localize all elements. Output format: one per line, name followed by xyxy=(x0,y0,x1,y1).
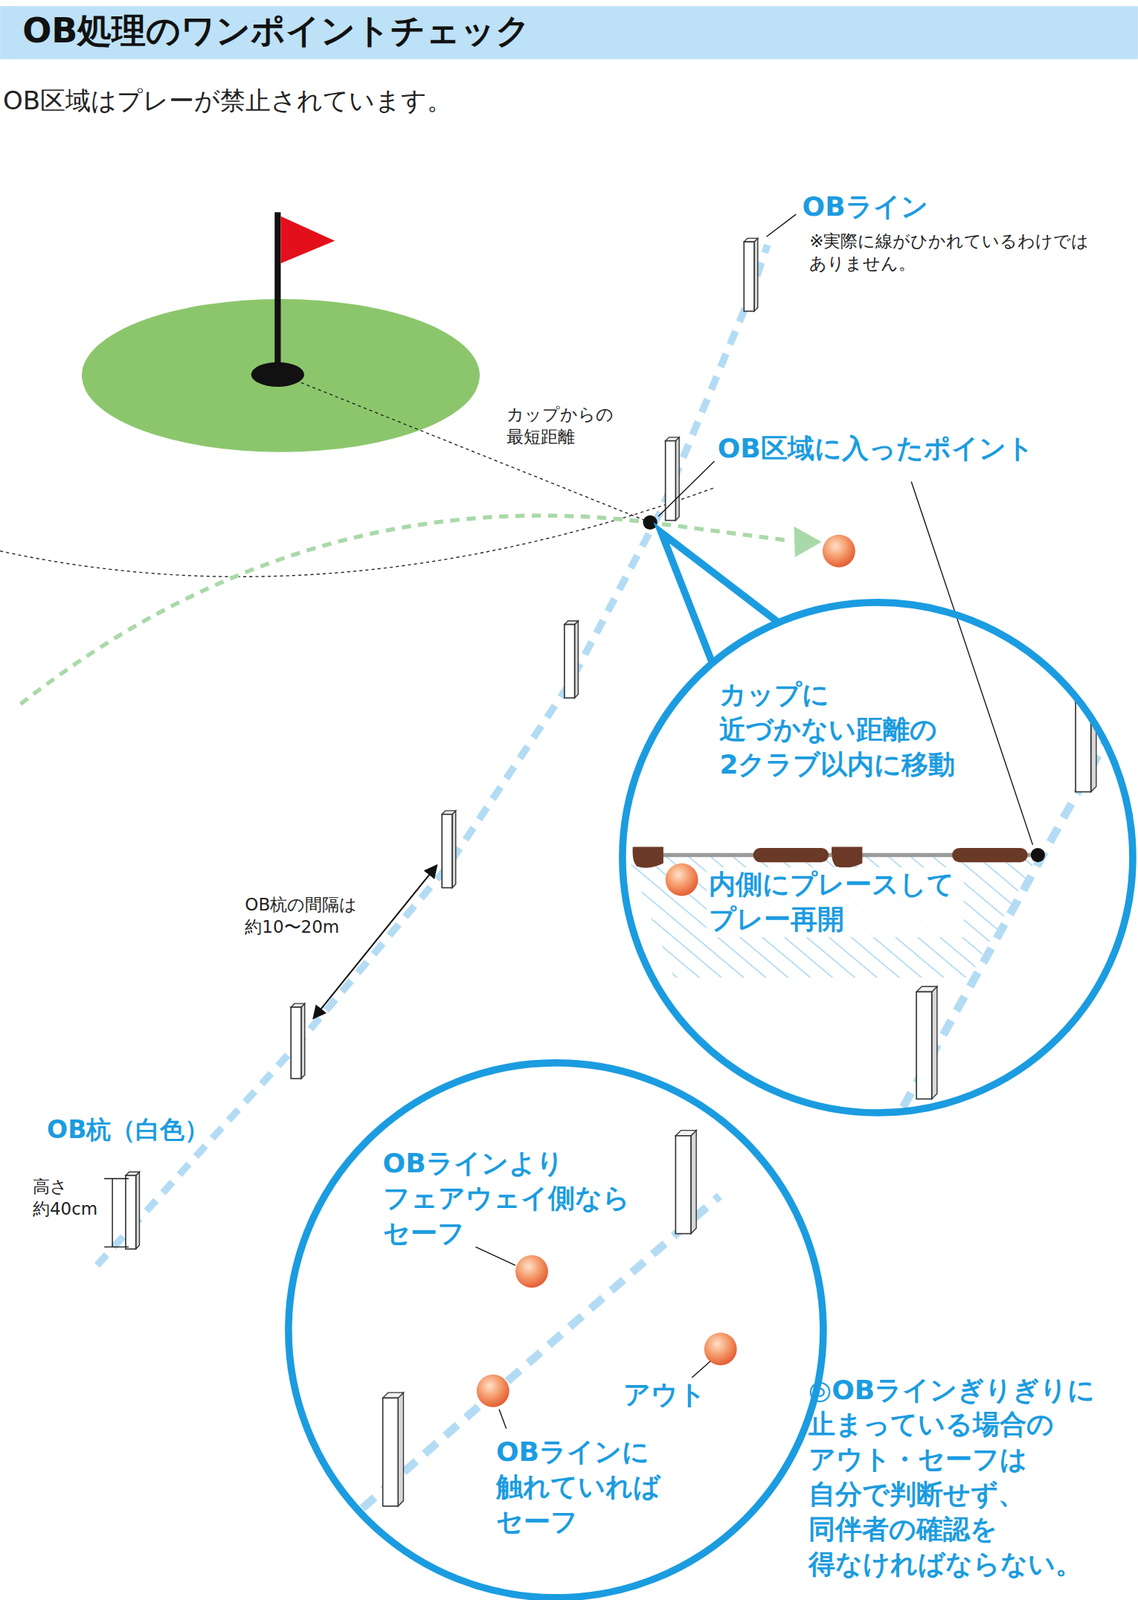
shape xyxy=(916,991,932,1099)
flag xyxy=(280,216,335,264)
shape xyxy=(290,1007,302,1079)
club xyxy=(831,847,1031,869)
drop-point xyxy=(1030,847,1046,863)
callout-text: カップに 近づかない距離の 2クラブ以内に移動 xyxy=(719,677,956,782)
shape xyxy=(675,1130,697,1136)
path-arrowhead xyxy=(793,526,822,558)
label: OBライン xyxy=(802,189,929,225)
flag-pole xyxy=(274,211,281,374)
label: OB杭（白色） xyxy=(46,1114,210,1147)
leader-line xyxy=(691,1361,711,1378)
shape xyxy=(397,1392,404,1507)
callout-ground xyxy=(622,601,1133,1112)
ball-path xyxy=(20,515,792,704)
callout-circle: OBラインより フェアウェイ側なら セーフアウト OBラインに 触れていれば セー… xyxy=(283,1057,829,1600)
leader-line xyxy=(658,461,715,517)
callout-ground xyxy=(288,1062,824,1597)
shape xyxy=(831,847,863,869)
ob-point xyxy=(642,515,657,530)
callout-ring xyxy=(288,1062,824,1597)
ball xyxy=(822,534,856,568)
shape xyxy=(931,986,938,1099)
label: カップからの 最短距離 xyxy=(506,403,619,449)
club xyxy=(632,847,833,869)
ball xyxy=(476,1374,510,1408)
shape xyxy=(690,1130,697,1234)
shape xyxy=(753,847,830,863)
shape xyxy=(104,1246,129,1248)
shape xyxy=(111,1178,113,1247)
title: OB処理のワンポイントチェック xyxy=(22,8,531,54)
shortest-line xyxy=(301,382,651,523)
shape xyxy=(383,1397,399,1506)
leader-line xyxy=(475,1246,516,1266)
shape xyxy=(916,986,938,992)
label: 高さ 約40cm xyxy=(32,1175,104,1221)
label: OB杭の間隔は 約10〜20m xyxy=(244,894,375,939)
shape xyxy=(564,624,575,699)
label: OB区域に入ったポイント xyxy=(717,431,1034,467)
height-bracket xyxy=(104,1178,129,1247)
ball xyxy=(665,863,699,897)
shape xyxy=(952,847,1028,863)
shape xyxy=(383,1392,404,1398)
callout-ring xyxy=(622,602,1133,1113)
hatch-area xyxy=(627,855,1040,979)
callout-circle: カップに 近づかない距離の 2クラブ以内に移動内側にプレースして プレー再開 xyxy=(617,597,1138,1118)
spacing-arrow xyxy=(313,865,437,1019)
label: OB区域はプレーが禁止されています。 xyxy=(2,84,453,117)
leader-line xyxy=(911,481,1033,845)
shape xyxy=(125,1175,137,1249)
callout-text: OBラインに 触れていれば セーフ xyxy=(496,1434,666,1539)
label: ※実際に線がひかれているわけでは ありません。 xyxy=(809,230,1095,276)
shape xyxy=(441,814,453,889)
shape xyxy=(1091,696,1097,793)
distance-arc xyxy=(0,487,715,578)
callout-text: 内側にプレースして プレー再開 xyxy=(706,867,964,938)
leader-line xyxy=(766,214,796,237)
shape xyxy=(743,241,755,311)
shape xyxy=(675,1135,691,1234)
label: ◎OBラインぎりぎりに 止まっている場合の アウト・セーフは 自分で判断せず、 … xyxy=(808,1373,1110,1583)
ball xyxy=(704,1332,738,1366)
leader-line xyxy=(499,1408,507,1429)
callout-text: アウト xyxy=(623,1377,706,1413)
shape xyxy=(104,1178,129,1179)
callout-outline xyxy=(617,597,1138,1118)
shape xyxy=(632,847,664,869)
callout-text: OBラインより フェアウェイ側なら セーフ xyxy=(383,1146,636,1251)
title-band xyxy=(0,5,1138,59)
ball xyxy=(515,1254,549,1288)
